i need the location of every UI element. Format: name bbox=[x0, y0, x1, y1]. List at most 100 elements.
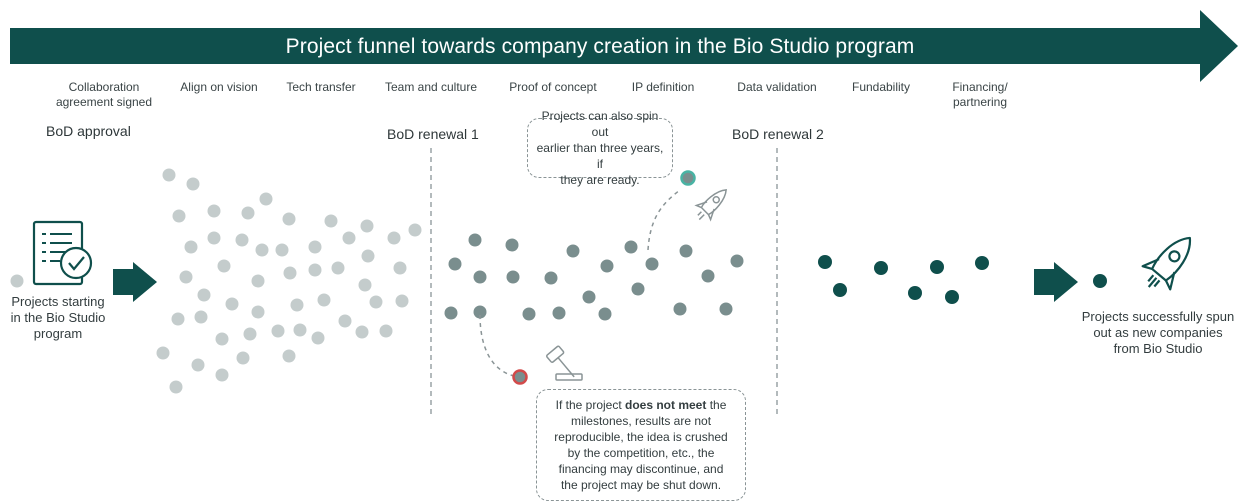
milestone-bod-renewal-2: BoD renewal 2 bbox=[732, 126, 824, 142]
stage-label-line: Proof of concept bbox=[509, 80, 597, 94]
start-project-dot bbox=[10, 274, 24, 288]
mid-project-dot bbox=[624, 240, 638, 254]
mid-project-dot bbox=[679, 244, 693, 258]
mid-project-dot bbox=[544, 271, 558, 285]
stage-label-line: Team and culture bbox=[384, 80, 478, 94]
early-project-dot bbox=[251, 305, 265, 319]
late-project-dot bbox=[818, 255, 832, 269]
early-project-dot bbox=[360, 219, 374, 233]
early-project-dot bbox=[191, 358, 205, 372]
early-project-dots bbox=[156, 168, 422, 394]
early-project-dot bbox=[331, 261, 345, 275]
early-project-dot bbox=[194, 310, 208, 324]
stage-label-line: partnering bbox=[952, 95, 1008, 109]
early-project-dot bbox=[308, 240, 322, 254]
early-project-dot bbox=[235, 233, 249, 247]
mid-project-dot bbox=[701, 269, 715, 283]
early-project-dot bbox=[217, 259, 231, 273]
shutdown-callout: If the project does not meet the milesto… bbox=[536, 389, 746, 501]
mid-project-dot bbox=[645, 257, 659, 271]
late-project-dot bbox=[975, 256, 989, 270]
late-project-dot bbox=[908, 286, 922, 300]
start-label-line: Projects starting bbox=[11, 294, 105, 309]
late-project-dot bbox=[874, 261, 888, 275]
small-rocket-icon bbox=[694, 189, 727, 222]
early-project-dot bbox=[282, 349, 296, 363]
early-spinout-callout: Projects can also spin out earlier than … bbox=[527, 109, 673, 187]
stage-team-culture: Team and culture bbox=[385, 80, 477, 95]
stage-label-line: Fundability bbox=[851, 80, 911, 94]
early-project-dot bbox=[172, 209, 186, 223]
early-project-dot bbox=[358, 278, 372, 292]
late-project-dot bbox=[945, 290, 959, 304]
stage-financing: Financing/ partnering bbox=[952, 80, 1007, 110]
early-project-dot bbox=[215, 332, 229, 346]
early-project-dot bbox=[275, 243, 289, 257]
stage-fundability: Fundability bbox=[852, 80, 910, 95]
early-project-dot bbox=[395, 294, 409, 308]
mid-project-dot bbox=[552, 306, 566, 320]
early-project-dot bbox=[169, 380, 183, 394]
callout-emphasis: does not meet bbox=[625, 398, 707, 412]
early-project-dot bbox=[379, 324, 393, 338]
mid-project-dot bbox=[600, 259, 614, 273]
mid-project-dot bbox=[719, 302, 733, 316]
mid-project-dot bbox=[468, 233, 482, 247]
mid-project-dot bbox=[566, 244, 580, 258]
shutdown-path bbox=[479, 314, 515, 377]
end-label-line: from Bio Studio bbox=[1113, 341, 1203, 356]
early-project-dot bbox=[255, 243, 269, 257]
early-project-dot bbox=[243, 327, 257, 341]
mid-project-dot bbox=[631, 282, 645, 296]
start-label-line: in the Bio Studio bbox=[10, 310, 106, 325]
mid-project-dot bbox=[444, 306, 458, 320]
mid-project-dot bbox=[473, 305, 487, 319]
diagram-title: Project funnel towards company creation … bbox=[285, 35, 915, 58]
stage-ip-definition: IP definition bbox=[632, 80, 695, 95]
stage-label-line: IP definition bbox=[631, 80, 695, 94]
stage-collaboration: Collaboration agreement signed bbox=[56, 80, 152, 110]
callout-line: they are ready. bbox=[560, 173, 640, 187]
late-project-dots bbox=[818, 255, 989, 304]
large-rocket-icon bbox=[1141, 236, 1191, 291]
output-arrow-icon bbox=[1034, 262, 1078, 302]
stage-label-line: Tech transfer bbox=[286, 80, 356, 94]
early-project-dot bbox=[186, 177, 200, 191]
mid-project-dot bbox=[730, 254, 744, 268]
mid-project-dot bbox=[522, 307, 536, 321]
early-project-dot bbox=[225, 297, 239, 311]
stage-label-line: Align on vision bbox=[180, 80, 258, 94]
stage-data-validation: Data validation bbox=[737, 80, 816, 95]
callout-line: earlier than three years, if bbox=[536, 141, 664, 171]
mid-project-dots bbox=[444, 233, 744, 321]
stage-label-line: agreement signed bbox=[55, 95, 153, 109]
early-project-dot bbox=[184, 240, 198, 254]
stage-label-line: Data validation bbox=[737, 80, 817, 94]
early-project-dot bbox=[207, 231, 221, 245]
spunout-company-dot bbox=[1093, 274, 1107, 288]
early-project-dot bbox=[355, 325, 369, 339]
early-project-dot bbox=[311, 331, 325, 345]
early-project-dot bbox=[251, 274, 265, 288]
early-project-dot bbox=[215, 368, 229, 382]
early-project-dot bbox=[369, 295, 383, 309]
milestone-bod-approval: BoD approval bbox=[46, 123, 131, 139]
end-label-line: Projects successfully spun bbox=[1081, 309, 1235, 324]
early-project-dot bbox=[282, 212, 296, 226]
mid-project-dot bbox=[448, 257, 462, 271]
mid-project-dot bbox=[505, 238, 519, 252]
milestone-bod-renewal-1: BoD renewal 1 bbox=[387, 126, 479, 142]
stage-proof-of-concept: Proof of concept bbox=[509, 80, 596, 95]
early-project-dot bbox=[393, 261, 407, 275]
early-project-dot bbox=[317, 293, 331, 307]
early-project-dot bbox=[241, 206, 255, 220]
early-project-dot bbox=[293, 323, 307, 337]
mid-project-dot bbox=[598, 307, 612, 321]
early-project-dot bbox=[338, 314, 352, 328]
stage-label-line: Financing/ bbox=[952, 80, 1008, 94]
early-spinout-path bbox=[647, 189, 681, 251]
late-project-dot bbox=[930, 260, 944, 274]
start-label: Projects starting in the Bio Studio prog… bbox=[4, 294, 112, 342]
input-arrow-icon bbox=[113, 262, 157, 302]
start-label-line: program bbox=[33, 326, 83, 341]
